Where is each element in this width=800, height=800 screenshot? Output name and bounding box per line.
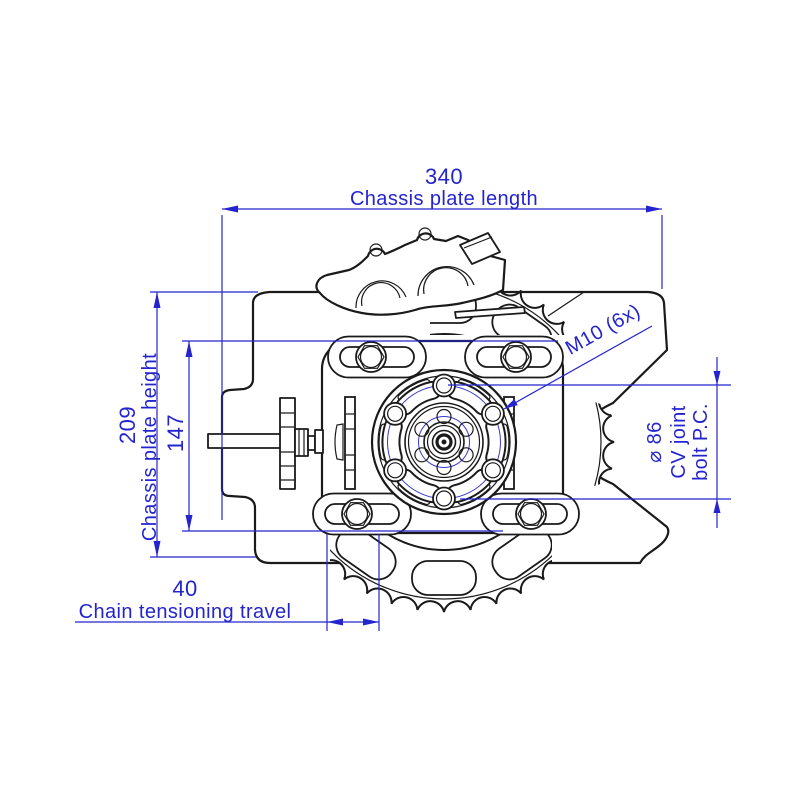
dim-value: 40: [172, 576, 197, 601]
dim-label: Chassis plate length: [350, 188, 538, 210]
dim-label: Chassis plate height: [139, 353, 161, 541]
dim-tension-travel: 40 Chain tensioning travel: [75, 534, 380, 631]
tensioner-nut: [294, 428, 309, 457]
carrier-bolts: [341, 341, 547, 530]
roller-pitch-circle: [418, 416, 470, 468]
dim-cv-bolt-circle: ⌀ 86 CV joint bolt P.C.: [448, 357, 731, 528]
flange-curved-slots: [381, 380, 507, 504]
tensioner-bracket: [279, 397, 296, 490]
hex-bolt: [500, 341, 532, 373]
caliper-guide-bar: [454, 306, 526, 319]
dim-carrier-height: 147: [163, 340, 558, 532]
caliper-windows: [355, 265, 475, 309]
dim-value: ⌀ 86: [644, 421, 666, 462]
dim-value: 209: [115, 406, 140, 444]
cv-flange-bolts: [383, 373, 505, 511]
dim-label-line1: CV joint: [668, 405, 690, 478]
cv-joint-flange: [370, 368, 518, 516]
dim-label: Chain tensioning travel: [79, 601, 292, 623]
hex-bolt: [355, 341, 387, 373]
hex-bolt: [341, 498, 373, 530]
dimensions: 340 Chassis plate length 209 Chassis pla…: [75, 164, 731, 631]
chain-tensioner: [207, 397, 324, 490]
tensioner-collar: [314, 429, 324, 454]
dim-value: 147: [163, 414, 188, 452]
hex-bolt: [515, 498, 547, 530]
dim-chassis-height: 209 Chassis plate height: [115, 291, 258, 558]
caliper-lever-tab: [459, 232, 501, 265]
caliper-ear: [369, 243, 383, 257]
brake-caliper: [315, 227, 526, 319]
dim-value: 340: [425, 164, 463, 189]
hub-center: [423, 421, 465, 463]
plate-top-notch-edge: [547, 291, 585, 317]
dim-chassis-length: 340 Chassis plate length: [221, 164, 663, 520]
dim-label-line2: bolt P.C.: [690, 403, 712, 481]
caliper-ear: [418, 227, 432, 241]
